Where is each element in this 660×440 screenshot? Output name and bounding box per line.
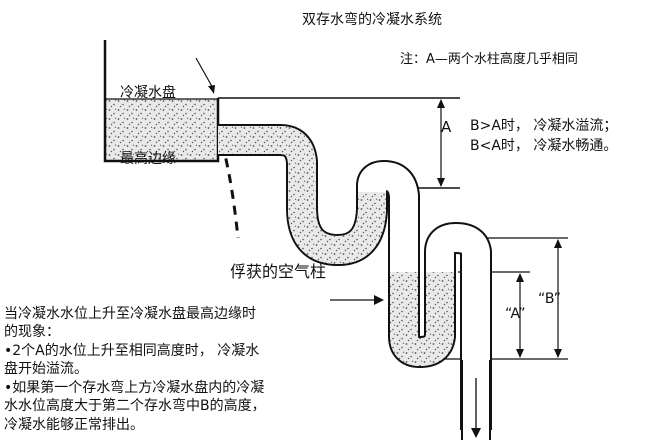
pan-rim-label-line: 冷凝水盘 <box>120 85 176 101</box>
condition-b-greater: B>A时， 冷凝水溢流； <box>470 118 618 134</box>
dimension-a-label: A <box>441 118 452 136</box>
description-line: •2个A的水位上升至相同高度时， 冷凝水 <box>4 343 260 359</box>
quoted-a-label: “A” <box>505 306 526 322</box>
overflow-stream <box>220 142 240 239</box>
diagram-title: 双存水弯的冷凝水系统 <box>302 12 442 28</box>
pan-rim-label-line: 最高边缘 <box>120 151 176 167</box>
dimension-a-top <box>437 99 445 187</box>
description-line: 当冷凝水水位上升至冷凝水盘最高边缘时 <box>4 306 256 322</box>
description-line: 盘开始溢流。 <box>4 361 88 377</box>
condensate-pan <box>103 40 220 163</box>
description-line: 水水位高度大于第二个存水弯中B的高度， <box>4 398 266 414</box>
description-line: 冷凝水能够正常排出。 <box>4 417 144 433</box>
condition-b-less: B<A时， 冷凝水畅通。 <box>470 138 618 154</box>
description-line: 的现象： <box>4 324 60 340</box>
dimension-a-second <box>516 273 524 358</box>
drain-pipe <box>218 124 492 440</box>
quoted-b-label: “B” <box>538 291 561 307</box>
dimension-b <box>554 239 562 358</box>
trapped-air-label: 俘获的空气柱 <box>230 262 327 281</box>
description-line: •如果第一个存水弯上方冷凝水盘内的冷凝 <box>4 380 265 396</box>
pan-water <box>105 99 218 161</box>
note-text: 注：A—两个水柱高度几乎相同 <box>400 52 578 67</box>
pan-rim-pointer <box>195 57 215 94</box>
pan-rim-label: 冷凝水盘 最高边缘 <box>120 38 176 214</box>
flow-arrows <box>330 295 481 438</box>
